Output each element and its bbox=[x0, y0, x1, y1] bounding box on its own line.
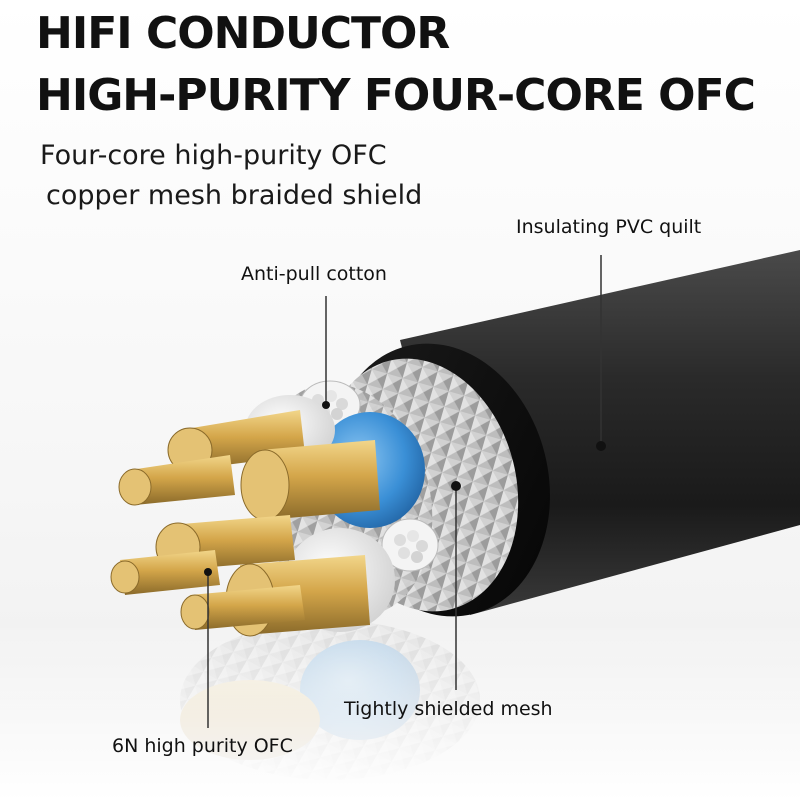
copper-bundle-5 bbox=[110, 550, 220, 595]
copper-bundle-3 bbox=[240, 440, 380, 521]
cotton-bundle-bottom bbox=[381, 518, 439, 572]
headline-line-1: HIFI CONDUCTOR bbox=[36, 8, 450, 59]
callout-pvc-label: Insulating PVC quilt bbox=[516, 216, 702, 238]
copper-bundle-7 bbox=[180, 585, 305, 630]
callout-mesh-label: Tightly shielded mesh bbox=[344, 698, 553, 720]
ofc-leader-dot bbox=[204, 568, 212, 576]
mesh-leader-dot bbox=[451, 481, 461, 491]
callout-ofc-label: 6N high purity OFC bbox=[112, 735, 293, 757]
pvc-leader-dot bbox=[596, 441, 606, 451]
subheadline-line-2: copper mesh braided shield bbox=[46, 180, 423, 211]
subheadline-line-1: Four-core high-purity OFC bbox=[40, 140, 387, 171]
headline-line-2: HIGH-PURITY FOUR-CORE OFC bbox=[36, 70, 756, 121]
copper-bundle-2 bbox=[118, 455, 235, 506]
cotton-leader-dot bbox=[322, 401, 330, 409]
callout-cotton-label: Anti-pull cotton bbox=[241, 263, 387, 285]
reflection-fade bbox=[0, 620, 800, 800]
